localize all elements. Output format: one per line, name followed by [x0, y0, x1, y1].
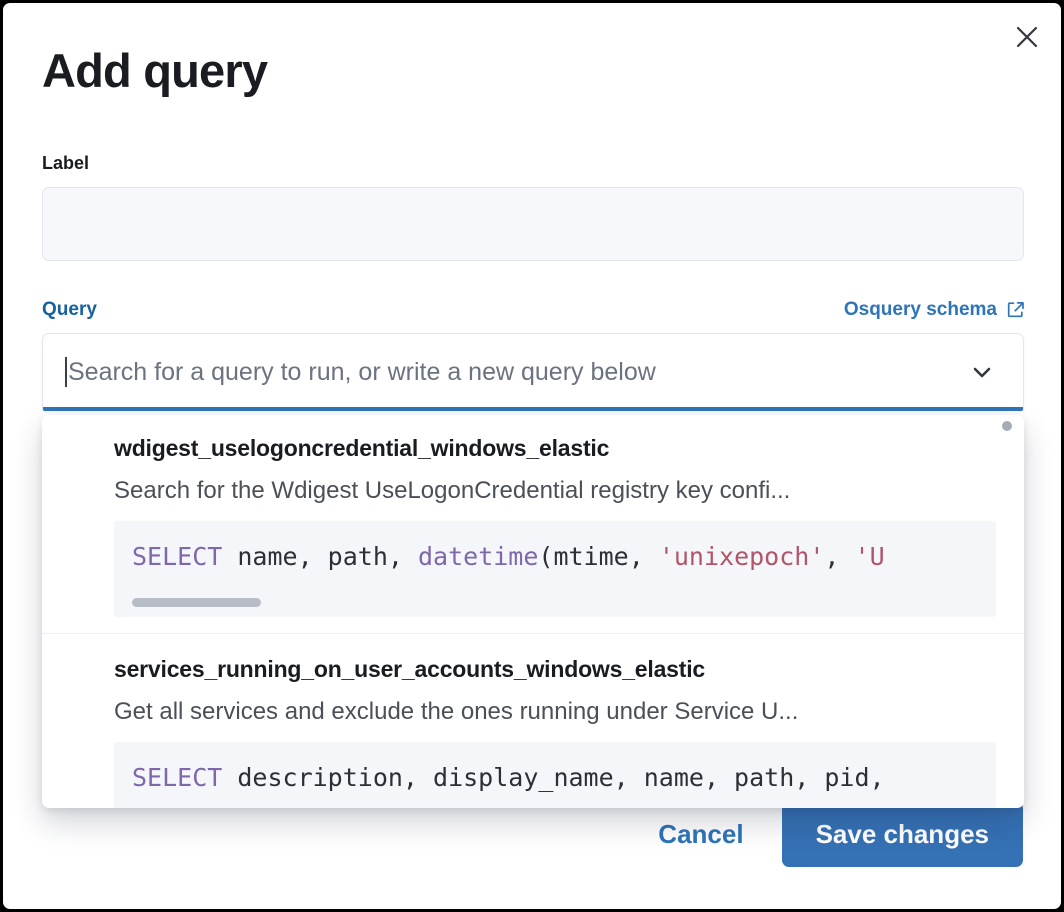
modal-body: Label Query Osquery schema	[42, 153, 1026, 808]
chevron-down-icon[interactable]	[967, 357, 997, 387]
close-button[interactable]	[1005, 15, 1049, 59]
add-query-modal: Add query Label Query Osquery schema	[3, 3, 1061, 909]
query-field-header: Query Osquery schema	[42, 299, 1026, 321]
code-block-padding	[132, 793, 996, 809]
close-icon	[1014, 24, 1040, 50]
suggestion-title: services_running_on_user_accounts_window…	[114, 655, 705, 682]
dropdown-scroll-area[interactable]: wdigest_uselogoncredential_windows_elast…	[42, 415, 1024, 808]
external-link-icon	[1006, 300, 1026, 320]
page-title: Add query	[42, 44, 268, 97]
suggestion-title: wdigest_uselogoncredential_windows_elast…	[114, 435, 610, 461]
query-combobox[interactable]: Search for a query to run, or write a ne…	[42, 333, 1024, 411]
code-line: SELECT name, path, datetime(mtime, 'unix…	[132, 542, 885, 571]
suggestion-description: Search for the Wdigest UseLogonCredentia…	[114, 477, 791, 504]
query-combobox-placeholder: Search for a query to run, or write a ne…	[68, 357, 656, 386]
osquery-schema-link-label: Osquery schema	[843, 299, 997, 320]
osquery-schema-link[interactable]: Osquery schema	[844, 299, 1026, 321]
save-changes-button[interactable]: Save changes	[781, 802, 1023, 867]
suggestion-code-block: SELECT name, path, datetime(mtime, 'unix…	[114, 521, 996, 617]
suggestion-code-block: SELECT description, display_name, name, …	[114, 741, 996, 809]
cancel-button[interactable]: Cancel	[644, 809, 757, 860]
code-line: SELECT description, display_name, name, …	[132, 762, 885, 792]
label-field-label: Label	[42, 153, 90, 173]
query-field-label[interactable]: Query	[42, 299, 97, 320]
modal-footer: Cancel Save changes	[644, 802, 1023, 867]
query-combobox-wrapper: Search for a query to run, or write a ne…	[42, 333, 1024, 808]
label-input[interactable]	[42, 187, 1024, 261]
query-suggestions-dropdown: wdigest_uselogoncredential_windows_elast…	[42, 415, 1024, 808]
text-cursor	[65, 357, 67, 387]
code-horizontal-scrollbar[interactable]	[132, 597, 261, 607]
list-item[interactable]: wdigest_uselogoncredential_windows_elast…	[42, 415, 1024, 617]
dropdown-scrollbar-thumb[interactable]	[1002, 421, 1012, 431]
suggestion-description: Get all services and exclude the ones ru…	[114, 697, 799, 725]
list-item[interactable]: services_running_on_user_accounts_window…	[42, 632, 1024, 809]
